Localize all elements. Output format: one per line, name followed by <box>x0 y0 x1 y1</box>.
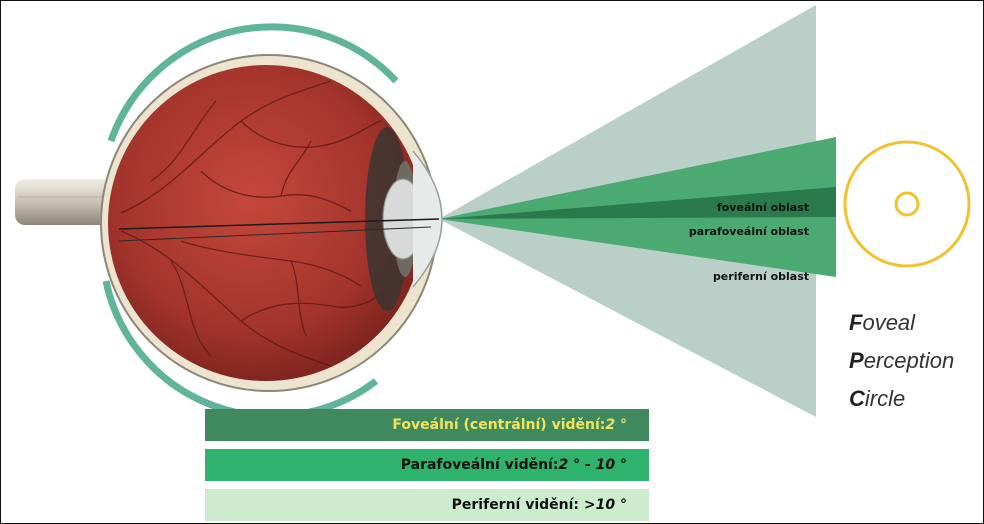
parafoveal-vision-bar: Parafoveální vidění: 2 ° - 10 ° <box>205 449 649 481</box>
parafoveal-vision-value: 2 ° - 10 ° <box>558 457 627 473</box>
parafoveal-zone-label: parafoveální oblast <box>671 225 809 238</box>
fpc-line-foveal: Foveal <box>849 309 954 337</box>
fpc-line-perception: Perception <box>849 347 954 375</box>
fpc-line-circle: Circle <box>849 385 954 413</box>
fpc-title: Foveal Perception Circle <box>849 309 954 413</box>
peripheral-vision-bar: Periferní vidění: > 10 ° <box>205 489 649 521</box>
foveal-vision-label: Foveální (centrální) vidění: <box>392 417 605 433</box>
foveal-vision-bar: Foveální (centrální) vidění: 2 ° <box>205 409 649 441</box>
foveal-vision-value: 2 ° <box>605 417 627 433</box>
perception-circle-outer <box>845 142 969 266</box>
peripheral-vision-label: Periferní vidění: > <box>452 497 596 513</box>
parafoveal-vision-label: Parafoveální vidění: <box>401 457 559 473</box>
peripheral-zone-label: periferní oblast <box>691 270 809 283</box>
perception-circle-inner <box>896 193 918 215</box>
peripheral-vision-value: 10 ° <box>596 497 627 513</box>
foveal-zone-label: foveální oblast <box>701 201 809 214</box>
